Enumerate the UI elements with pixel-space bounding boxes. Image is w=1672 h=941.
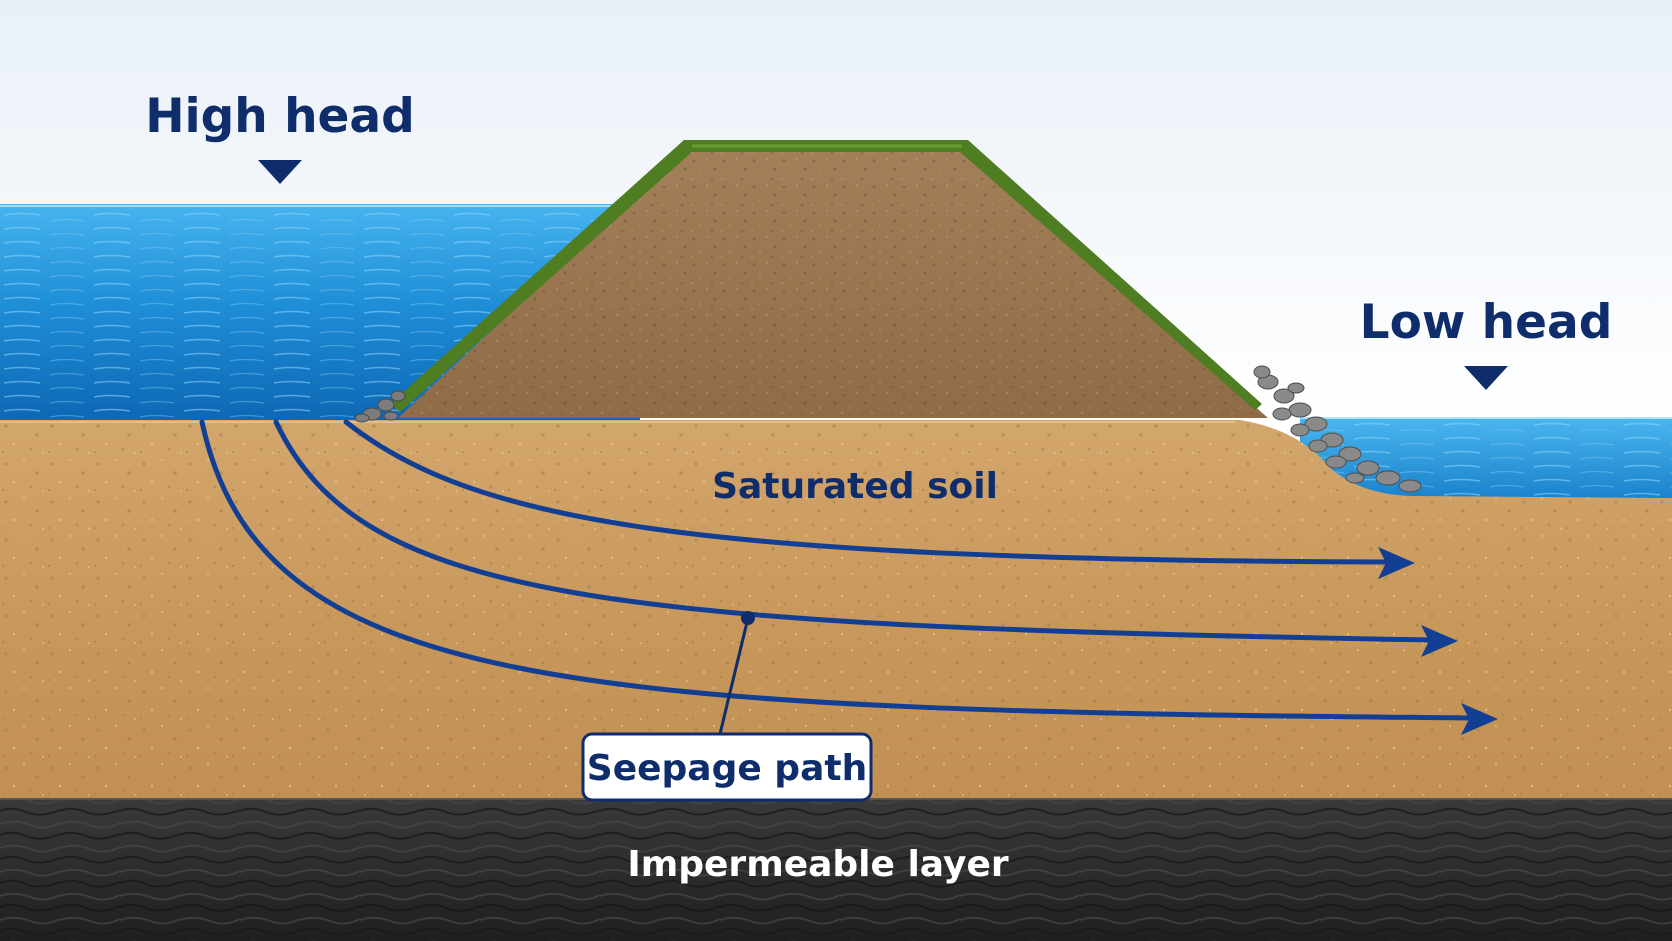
arrowhead-middle <box>1421 625 1458 657</box>
impermeable-layer-label: Impermeable layer <box>627 844 1009 885</box>
flow-line-middle <box>273 419 1433 643</box>
embankment <box>390 140 1268 418</box>
low-head-marker-icon <box>1464 366 1508 390</box>
downstream-riprap <box>1253 365 1422 493</box>
downstream-water <box>1300 417 1672 499</box>
high-head-label: High head <box>145 89 415 144</box>
upstream-riprap <box>354 390 406 423</box>
seepage-path-callout-box <box>581 732 873 802</box>
seepage-callout-dot <box>741 611 755 625</box>
seepage-flow-lines <box>199 419 1473 721</box>
seepage-path-label: Seepage path <box>587 748 867 789</box>
seepage-callout-leader <box>718 617 750 735</box>
high-head-marker-icon <box>258 160 302 184</box>
saturated-soil-label: Saturated soil <box>712 466 998 507</box>
flow-arrowheads <box>1378 547 1498 735</box>
flow-line-lower <box>199 419 1473 721</box>
impermeable-layer <box>0 798 1672 941</box>
arrowhead-lower <box>1461 703 1498 735</box>
flow-line-upper <box>343 419 1388 565</box>
low-head-label: Low head <box>1360 295 1613 350</box>
saturated-soil-layer <box>0 420 1672 800</box>
arrowhead-upper <box>1378 547 1415 579</box>
